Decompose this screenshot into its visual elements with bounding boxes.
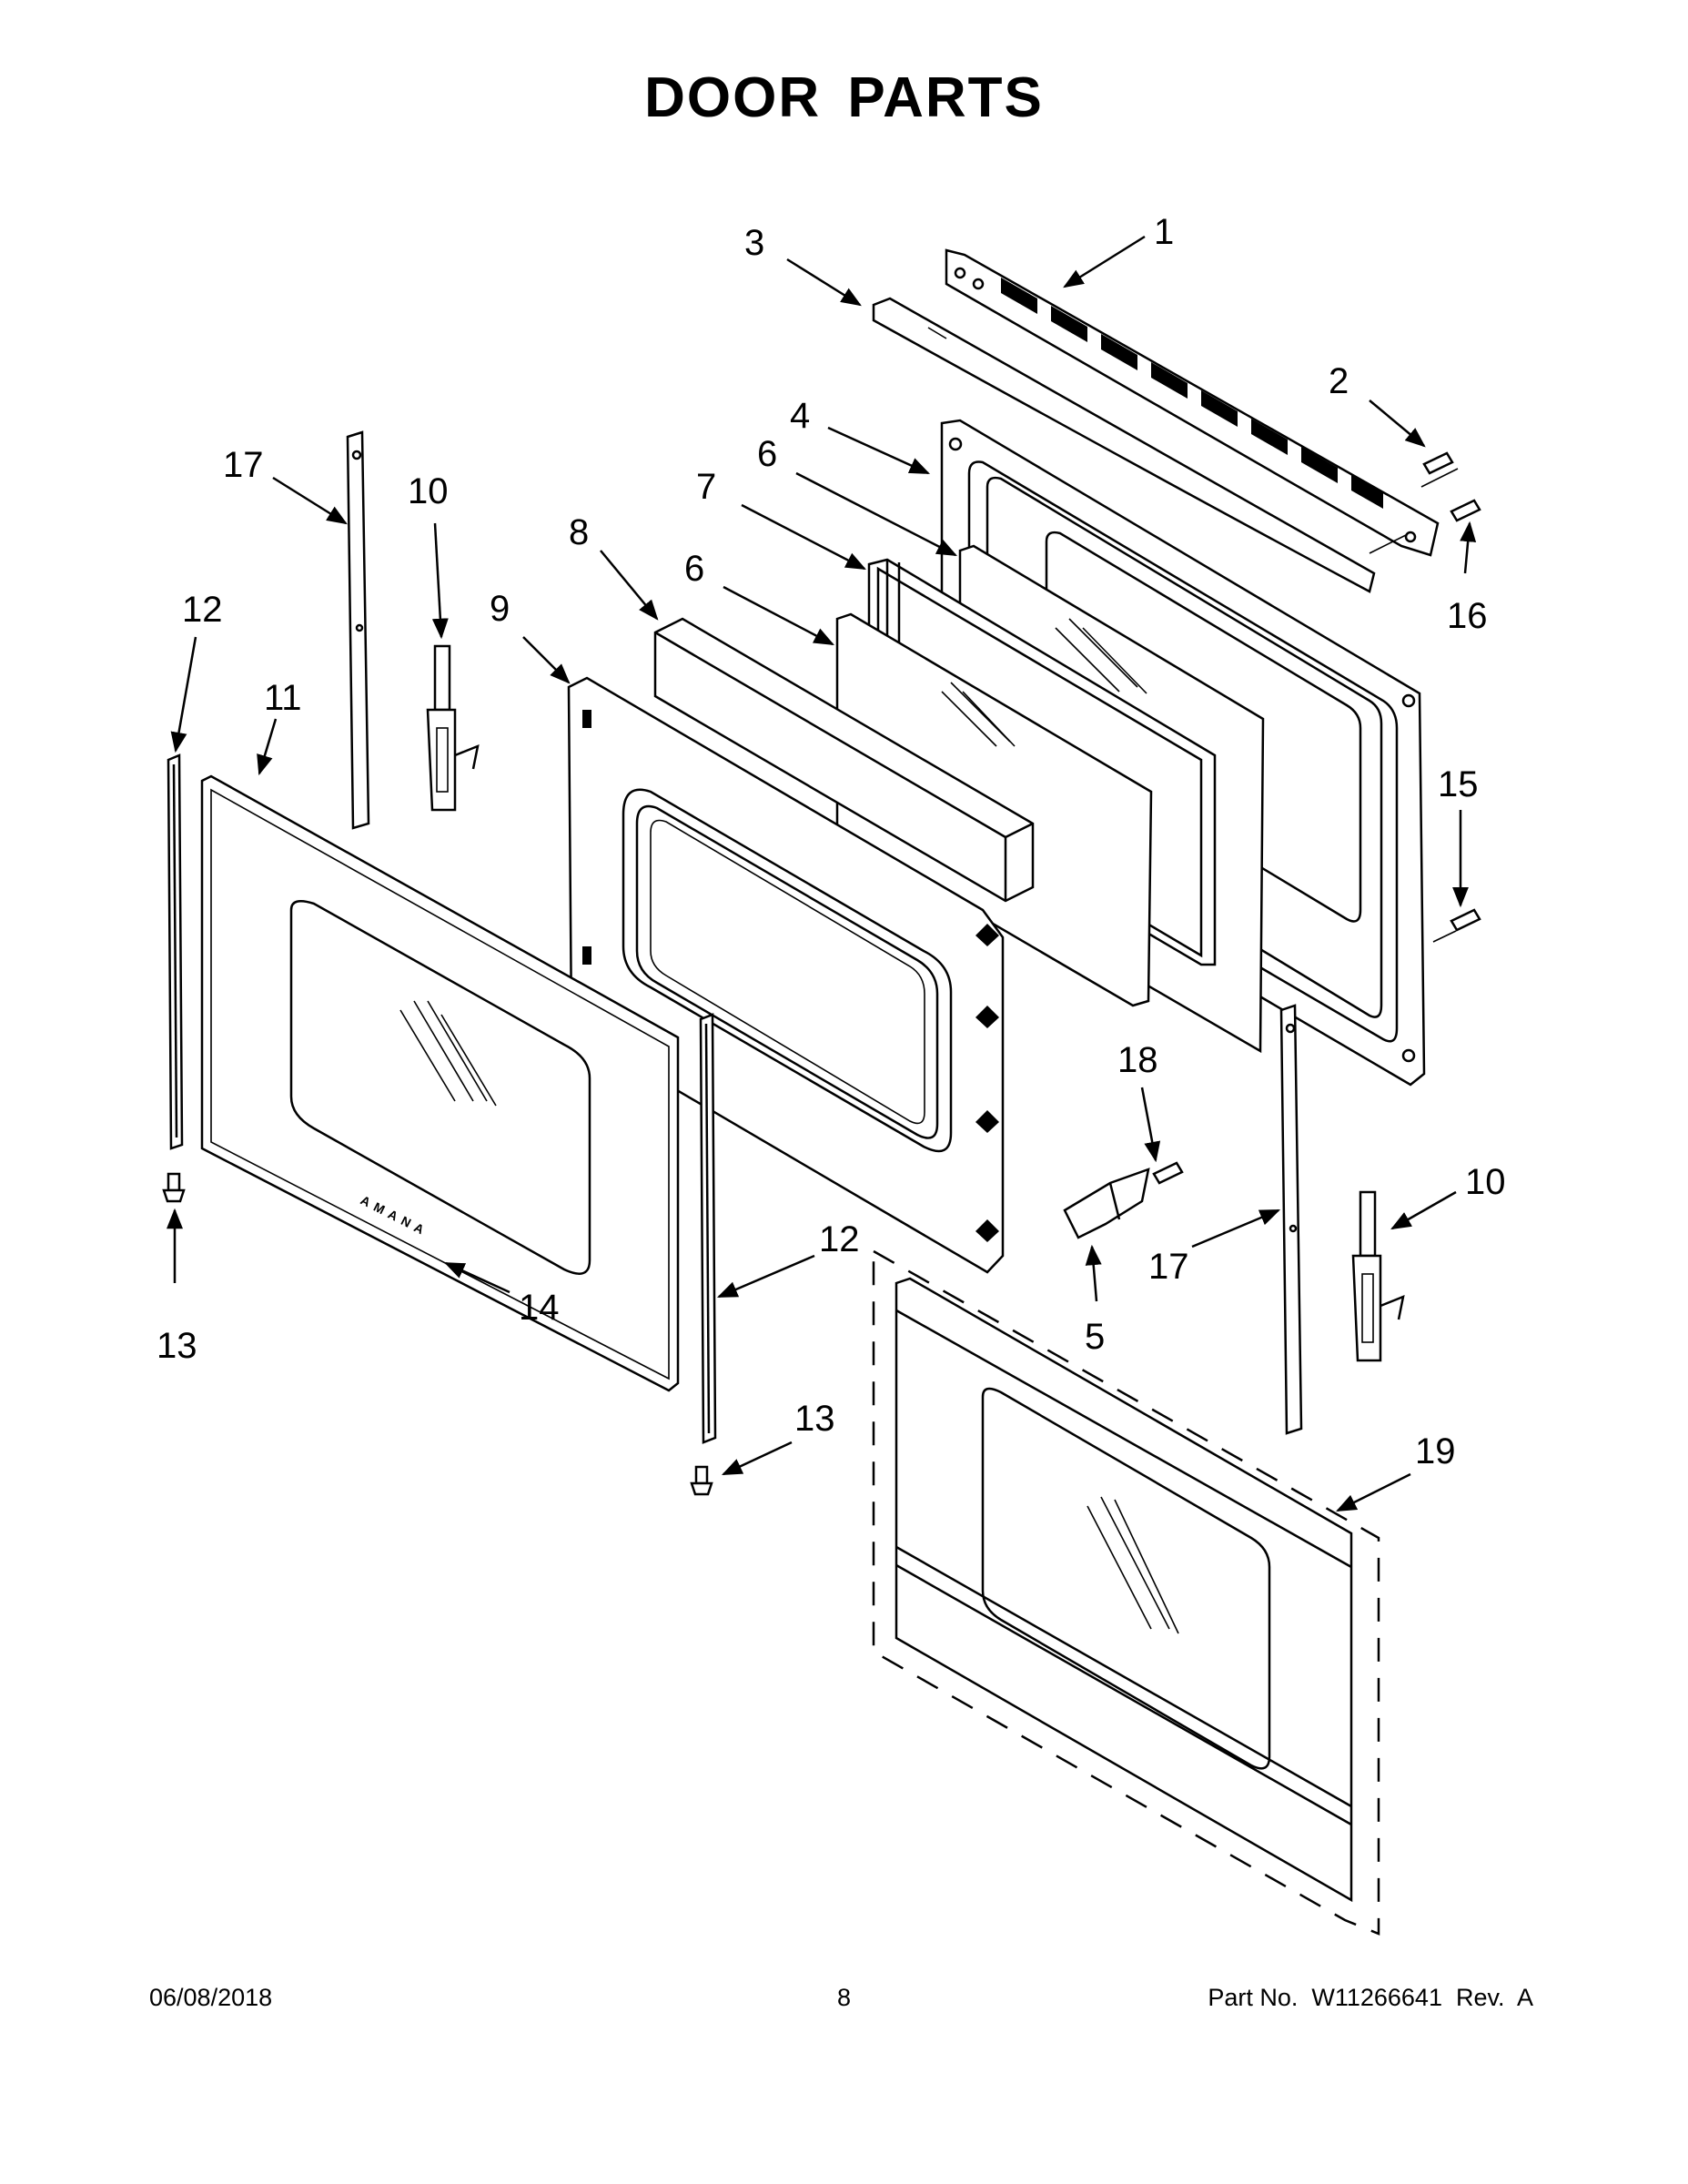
part-3-door-handle	[872, 297, 1376, 593]
part-17-hinge-receptacle-right	[1279, 1004, 1303, 1435]
callout-6-upper: 6	[757, 434, 777, 474]
part-8-insulation	[653, 617, 1035, 903]
part-9-inner-door-panel	[567, 676, 1005, 1274]
part-15-screw	[1432, 908, 1481, 943]
callout-17-right: 17	[1148, 1247, 1189, 1287]
callout-5: 5	[1085, 1317, 1105, 1357]
part-13-screw-left	[162, 1172, 186, 1203]
part-1-vent-trim	[945, 248, 1440, 557]
callout-4: 4	[790, 396, 810, 436]
footer-date: 06/08/2018	[149, 1984, 273, 2011]
part-13-screw-right	[690, 1465, 713, 1496]
callout-18: 18	[1117, 1040, 1158, 1080]
callout-7: 7	[696, 467, 716, 507]
callout-6-lower: 6	[684, 549, 704, 589]
callout-labels: 1 2 3 4 6 7 6 8 9 17 10 12 11 15 16 18 1…	[157, 212, 1506, 1471]
callout-leaders	[167, 235, 1477, 1512]
callout-15: 15	[1438, 764, 1479, 804]
part-11-outer-door-panel	[200, 774, 680, 1392]
callout-12-left: 12	[182, 590, 223, 630]
part-12-side-trim-right	[699, 1013, 717, 1444]
callout-10-right: 10	[1465, 1162, 1506, 1202]
page-title: DOOR PARTS	[644, 66, 1044, 129]
part-5-bracket	[1063, 1168, 1150, 1239]
callout-8: 8	[569, 512, 589, 552]
callout-12-right: 12	[819, 1219, 860, 1259]
callout-14: 14	[519, 1288, 560, 1328]
callout-17-left: 17	[223, 445, 264, 485]
callout-9: 9	[490, 589, 510, 629]
footer-page-number: 8	[836, 1984, 852, 2011]
part-18-screw	[1152, 1161, 1184, 1185]
callout-19: 19	[1415, 1431, 1456, 1471]
part-10-hinge-right	[1351, 1190, 1405, 1362]
part-10-hinge-left	[426, 644, 480, 812]
footer-part-number: Part No. W11266641 Rev. A	[1208, 1984, 1533, 2011]
callout-13-left: 13	[157, 1326, 197, 1366]
callout-13-right: 13	[794, 1399, 835, 1439]
callout-11: 11	[264, 678, 302, 718]
callout-1: 1	[1154, 212, 1174, 252]
callout-16: 16	[1447, 596, 1488, 636]
part-17-hinge-receptacle-left	[346, 430, 370, 830]
callout-10-left: 10	[408, 471, 449, 511]
part-2-screw	[1420, 451, 1459, 488]
callout-2: 2	[1329, 361, 1349, 401]
part-16-screw	[1369, 499, 1481, 554]
part-19-door-assembly	[872, 1249, 1380, 1936]
part-12-side-trim-left	[167, 753, 184, 1150]
callout-3: 3	[744, 223, 764, 263]
